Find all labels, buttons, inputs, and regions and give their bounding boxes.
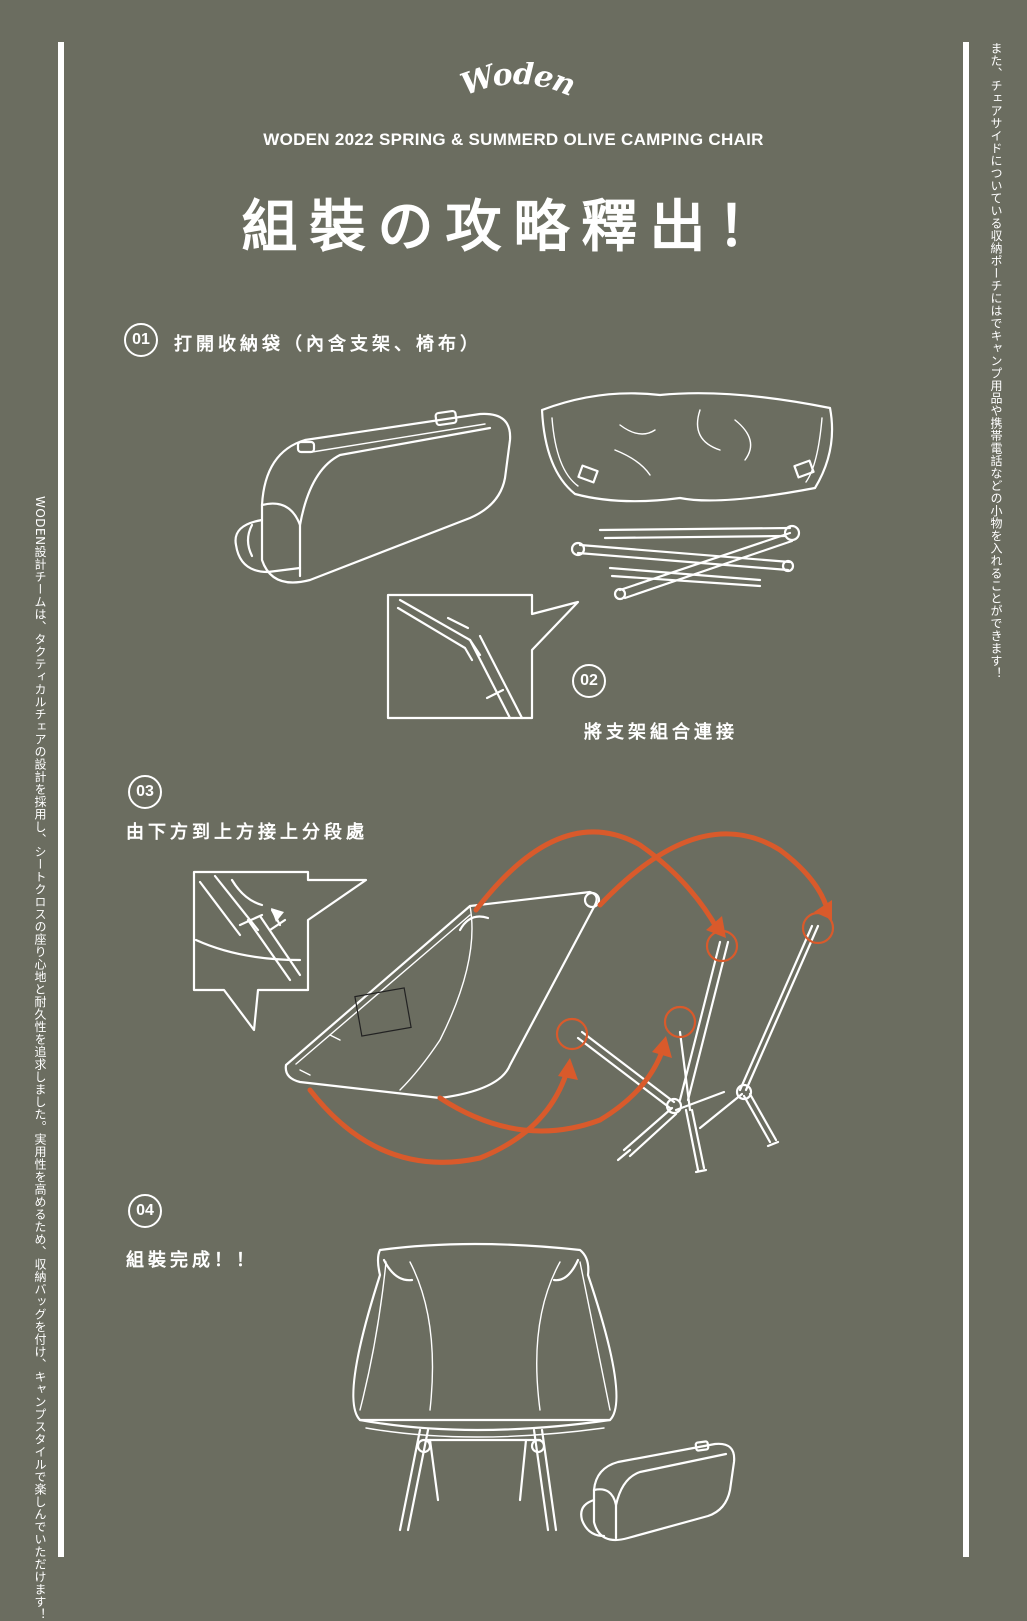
step-4-number: 04 — [128, 1194, 162, 1228]
pole-joint-callout — [386, 593, 580, 720]
left-vertical-caption: WODEN設計チームは、タクティカルチェアの設計を採用し、シートクロスの座り心地… — [33, 496, 47, 1621]
chair-frame-illustration — [576, 924, 820, 1174]
step-2-number: 02 — [572, 664, 606, 698]
woden-logo: Woden — [456, 62, 580, 103]
right-vertical-caption: また、チェアサイドについている収納ポーチにはでキャンプ用品や携帯電話などの小物を… — [989, 42, 1003, 680]
page-title: 組裝の攻略釋出！ — [241, 195, 786, 260]
step-4-text: 組裝完成！！ — [126, 1250, 258, 1271]
step-1-text: 打開收納袋（內含支架、椅布） — [174, 334, 482, 355]
pole-detail-callout — [192, 870, 368, 1032]
step-3-text: 由下方到上方接上分段處 — [126, 822, 368, 843]
storage-bag-illustration — [234, 409, 512, 584]
folded-frame-illustration — [570, 524, 801, 601]
assembled-chair-illustration — [352, 1242, 618, 1532]
chair-seat-illustration — [284, 890, 601, 1100]
right-divider-rule — [963, 42, 969, 1557]
step-1-number: 01 — [124, 323, 158, 357]
small-bag-illustration — [580, 1440, 736, 1542]
chair-fabric-illustration — [540, 392, 834, 503]
step-2-text: 將支架組合連接 — [584, 722, 738, 743]
assembly-arrows — [307, 829, 835, 1165]
step-3-number: 03 — [128, 775, 162, 809]
page-subtitle: WODEN 2022 SPRING & SUMMERD OLIVE CAMPIN… — [263, 130, 764, 149]
left-divider-rule — [58, 42, 64, 1557]
